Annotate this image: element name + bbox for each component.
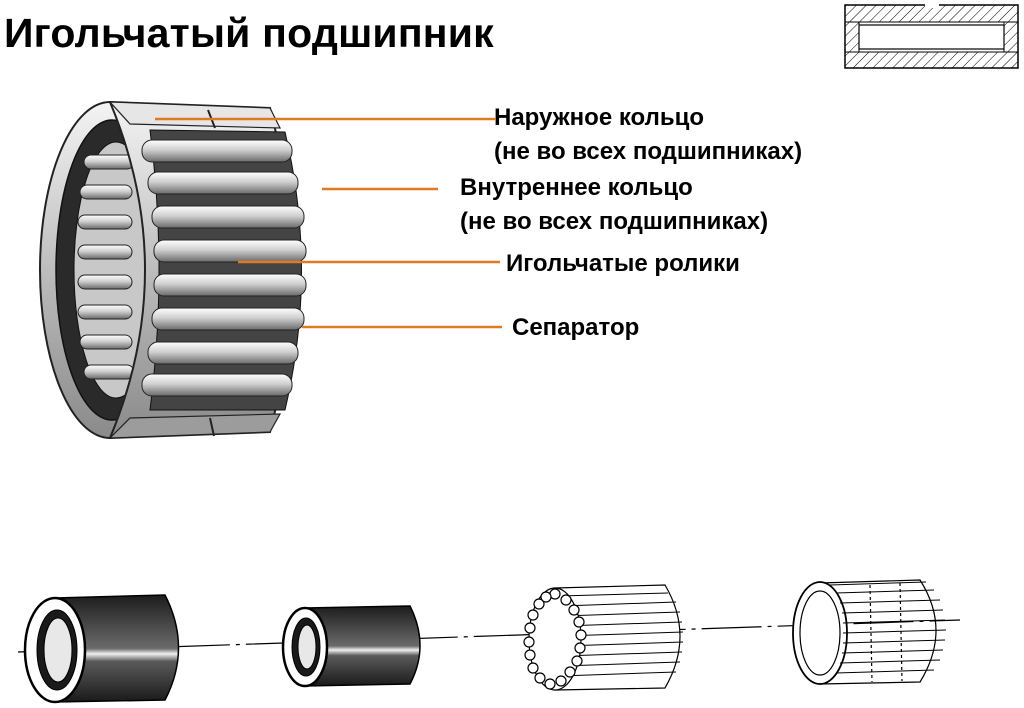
- outer-ring-label-line1: Наружное кольцо: [494, 104, 705, 131]
- page-title: Игольчатый подшипник: [4, 10, 494, 56]
- inner-ring-label-line2: (не во всех подшипниках): [460, 208, 769, 235]
- inner-ring-label-line1: Внутреннее кольцо: [460, 174, 693, 201]
- bearing-cross-section-icon: [844, 4, 1019, 69]
- inner-ring-label: Внутреннее кольцо (не во всех подшипника…: [460, 171, 768, 239]
- cage-label: Сепаратор: [512, 314, 640, 341]
- needle-rollers-label: Игольчатые ролики: [506, 250, 740, 277]
- outer-ring-part: [23, 594, 180, 704]
- outer-ring-label-line2: (не во всех подшипниках): [494, 138, 803, 165]
- needle-set-part: [523, 584, 684, 691]
- needle-bearing-illustration: [39, 100, 307, 440]
- cage-part: [792, 579, 947, 685]
- inner-ring-part: [281, 605, 421, 688]
- leader-lines: [155, 117, 502, 329]
- outer-ring-label: Наружное кольцо (не во всех подшипниках): [494, 101, 802, 169]
